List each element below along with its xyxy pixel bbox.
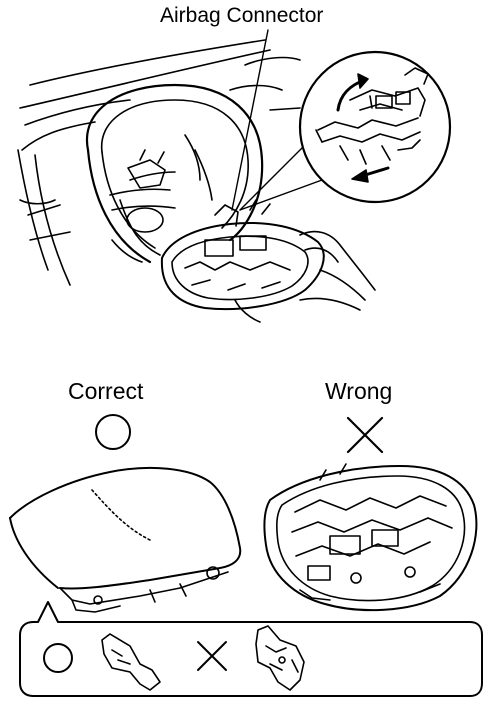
tab-detail-box <box>20 602 482 696</box>
correct-circle-icon <box>96 415 130 449</box>
wrong-cross-icon <box>348 418 382 452</box>
airbag-pad-correct <box>10 468 240 612</box>
steering-wheel-scene <box>18 30 375 322</box>
airbag-connector-label: Airbag Connector <box>160 4 324 27</box>
tab-wrong-cross-icon <box>198 642 226 670</box>
wrong-label: Wrong <box>325 378 393 404</box>
connector-detail-circle <box>300 52 450 202</box>
correct-label: Correct <box>68 378 144 404</box>
airbag-pad-wrong <box>264 464 476 610</box>
tab-correct-circle-icon <box>44 644 72 672</box>
